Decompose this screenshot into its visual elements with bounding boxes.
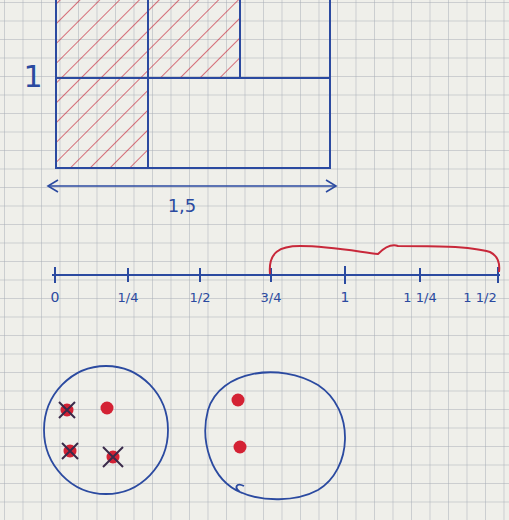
range-brace <box>270 245 499 274</box>
dimension-label: 1 <box>23 60 42 93</box>
tick-label: 1/4 <box>118 291 139 305</box>
cross-mark <box>59 402 123 467</box>
tick-label: 1 1/4 <box>403 291 436 305</box>
hatch-area <box>56 0 148 168</box>
set-circle <box>44 366 168 494</box>
hatch-area <box>148 0 240 78</box>
tick-label: 1 1/2 <box>463 291 496 305</box>
area-rectangle <box>56 0 330 168</box>
number-line <box>52 266 500 284</box>
tick-label: 0 <box>51 290 60 305</box>
counter-dot <box>61 394 247 464</box>
tick-label: 1/2 <box>190 291 211 305</box>
set-circle <box>205 372 345 499</box>
tick-label: 1 <box>341 290 350 305</box>
dimension-label: 1,5 <box>168 196 197 216</box>
tick-label: 3/4 <box>261 291 282 305</box>
dimension-arrow <box>48 180 336 192</box>
